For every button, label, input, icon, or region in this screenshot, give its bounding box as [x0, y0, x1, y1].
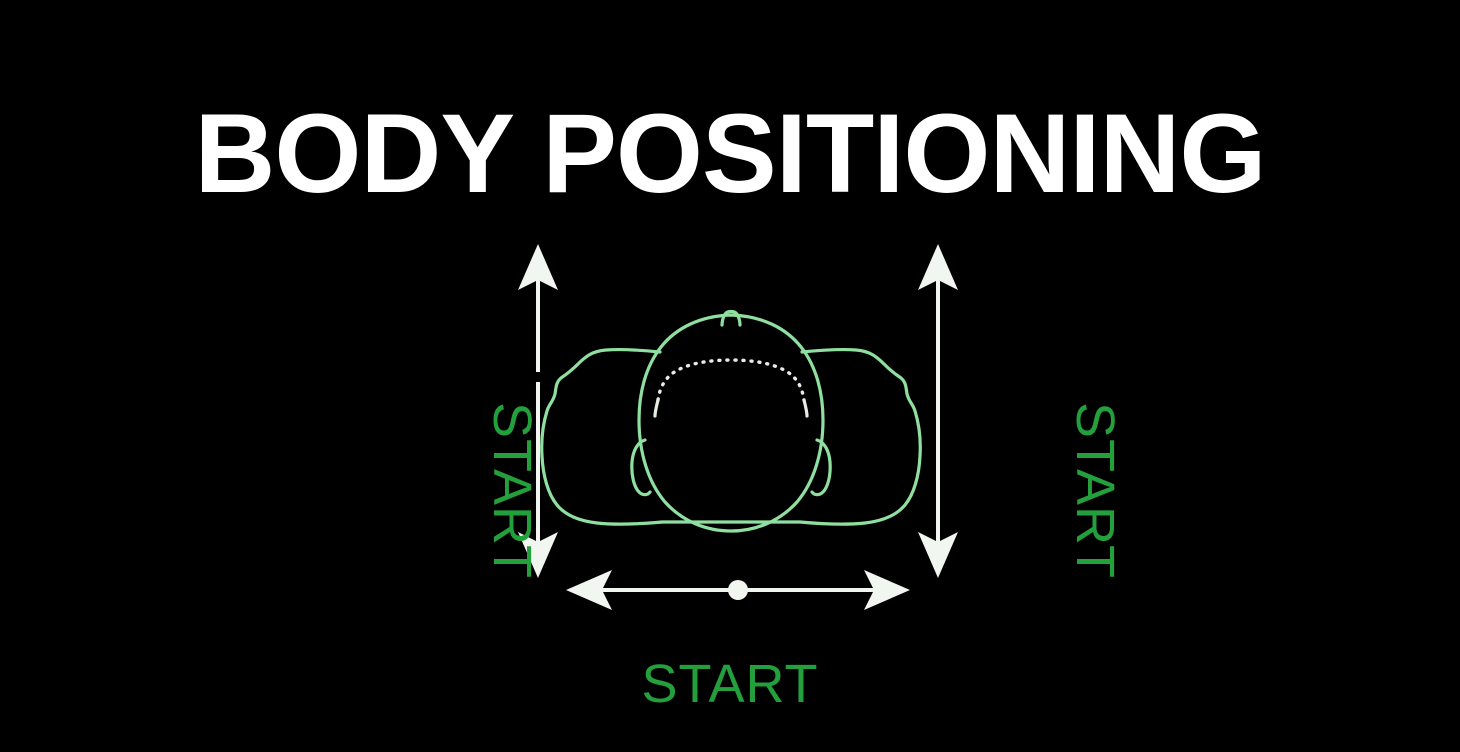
- center-point-dot: [728, 580, 748, 600]
- shoulders-outline: [540, 348, 922, 526]
- start-label-right: START: [1065, 402, 1125, 580]
- dimension-arrows: [518, 244, 958, 610]
- body-outline-group: [540, 309, 922, 533]
- vertical-arrow-left: [518, 244, 558, 578]
- hairline-dashed-arc: [656, 358, 806, 402]
- hairline-right-tail: [802, 398, 809, 418]
- vertical-arrow-right: [918, 244, 958, 578]
- start-label-bottom: START: [641, 654, 819, 714]
- head-outline: [637, 313, 825, 533]
- hairline-left-tail: [653, 398, 660, 418]
- left-ear: [630, 438, 652, 497]
- start-label-left: START: [482, 402, 542, 580]
- page-title: BODY POSITIONING: [194, 91, 1267, 216]
- horizontal-arrow-bottom: [566, 570, 910, 610]
- right-ear: [810, 438, 832, 497]
- topknot: [720, 309, 742, 327]
